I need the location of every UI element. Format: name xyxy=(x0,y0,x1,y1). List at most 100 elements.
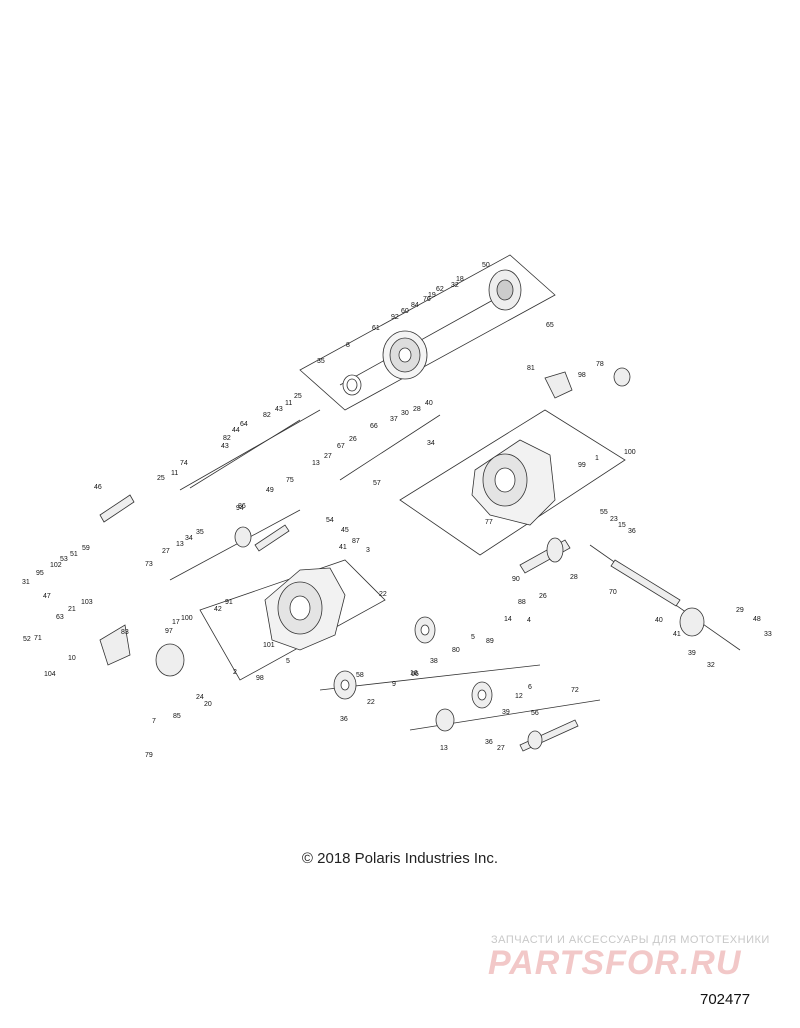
callout-label: 25 xyxy=(294,393,302,400)
figure-number: 702477 xyxy=(700,991,751,1008)
callout-label: 37 xyxy=(390,416,398,423)
callout-label: 90 xyxy=(512,576,520,583)
callout-label: 13 xyxy=(440,745,448,752)
bearing-35-upper xyxy=(342,374,362,396)
callout-label: 34 xyxy=(427,440,435,447)
callout-label: 75 xyxy=(286,477,294,484)
gear-carrier-98 xyxy=(613,367,631,387)
callout-label: 16 xyxy=(410,670,418,677)
callout-label: 60 xyxy=(401,308,409,315)
callout-label: 84 xyxy=(411,302,419,309)
callout-label: 28 xyxy=(570,574,578,581)
callout-label: 55 xyxy=(600,509,608,516)
callout-label: 22 xyxy=(379,591,387,598)
callout-label: 74 xyxy=(180,460,188,467)
shaft-29 xyxy=(519,719,579,752)
shaft-line-lower2 xyxy=(319,664,541,691)
callout-label: 56 xyxy=(531,710,539,717)
callout-label: 103 xyxy=(81,599,93,606)
callout-label: 38 xyxy=(430,658,438,665)
callout-label: 5 xyxy=(286,658,290,665)
actuator-85 xyxy=(155,643,185,677)
callout-label: 80 xyxy=(452,647,460,654)
callout-label: 43 xyxy=(275,406,283,413)
assembly-box-right xyxy=(399,409,626,556)
callout-label: 88 xyxy=(518,599,526,606)
shaft-57 xyxy=(254,524,290,552)
callout-label: 85 xyxy=(173,713,181,720)
callout-label: 2 xyxy=(233,669,237,676)
callout-label: 100 xyxy=(181,615,193,622)
callout-label: 58 xyxy=(356,672,364,679)
callout-label: 98 xyxy=(256,675,264,682)
callout-label: 99 xyxy=(578,462,586,469)
callout-label: 43 xyxy=(221,443,229,450)
callout-label: 44 xyxy=(232,427,240,434)
gear-86 xyxy=(234,526,252,548)
callout-label: 30 xyxy=(401,410,409,417)
callout-label: 89 xyxy=(486,638,494,645)
callout-label: 50 xyxy=(482,262,490,269)
callout-label: 39 xyxy=(502,709,510,716)
callout-label: 14 xyxy=(504,616,512,623)
callout-label: 36 xyxy=(340,716,348,723)
callout-label: 62 xyxy=(436,286,444,293)
callout-label: 35 xyxy=(196,529,204,536)
callout-label: 8 xyxy=(346,342,350,349)
callout-label: 4 xyxy=(527,617,531,624)
callout-label: 82 xyxy=(223,435,231,442)
callout-label: 92 xyxy=(391,314,399,321)
callout-label: 13 xyxy=(176,541,184,548)
callout-label: 36 xyxy=(628,528,636,535)
callout-label: 17 xyxy=(172,619,180,626)
callout-label: 23 xyxy=(610,516,618,523)
callout-label: 27 xyxy=(324,453,332,460)
callout-label: 46 xyxy=(94,484,102,491)
callout-label: 97 xyxy=(165,628,173,635)
callout-label: 33 xyxy=(764,631,772,638)
callout-label: 95 xyxy=(36,570,44,577)
gear-61 xyxy=(382,330,428,380)
watermark-logo: PARTSFOR.RU xyxy=(488,944,742,982)
callout-label: 64 xyxy=(240,421,248,428)
callout-label: 25 xyxy=(157,475,165,482)
callout-label: 65 xyxy=(546,322,554,329)
callout-label: 63 xyxy=(56,614,64,621)
callout-label: 31 xyxy=(22,579,30,586)
callout-label: 57 xyxy=(373,480,381,487)
callout-label: 94 xyxy=(236,505,244,512)
gear-89 xyxy=(414,616,436,644)
callout-label: 71 xyxy=(34,635,42,642)
callout-label: 32 xyxy=(451,282,459,289)
callout-label: 70 xyxy=(609,589,617,596)
callout-label: 87 xyxy=(352,538,360,545)
callout-label: 79 xyxy=(145,752,153,759)
callout-label: 48 xyxy=(753,616,761,623)
gear-72 xyxy=(471,681,493,709)
callout-label: 11 xyxy=(285,400,292,407)
housing-81 xyxy=(471,439,556,526)
shaft-line-mid2 xyxy=(339,414,441,481)
callout-label: 24 xyxy=(196,694,204,701)
callout-label: 72 xyxy=(571,687,579,694)
shaft-line-shift xyxy=(179,409,321,491)
callout-label: 91 xyxy=(225,599,233,606)
callout-label: 29 xyxy=(736,607,744,614)
differential-50 xyxy=(488,269,522,311)
callout-label: 54 xyxy=(326,517,334,524)
bracket-78 xyxy=(544,371,573,399)
callout-label: 102 xyxy=(50,562,62,569)
callout-label: 101 xyxy=(263,642,275,649)
callout-label: 66 xyxy=(411,671,419,678)
callout-label: 52 xyxy=(23,636,31,643)
callout-label: 11 xyxy=(171,470,178,477)
housing-88 xyxy=(264,567,346,651)
shift-shaft-74 xyxy=(189,419,301,489)
output-shaft-59 xyxy=(610,559,705,637)
callout-label: 41 xyxy=(673,631,681,638)
callout-label: 1 xyxy=(595,455,599,462)
callout-label: 98 xyxy=(578,372,586,379)
callout-label: 34 xyxy=(185,535,193,542)
assembly-box-upper xyxy=(299,254,556,411)
callout-label: 5 xyxy=(471,634,475,641)
